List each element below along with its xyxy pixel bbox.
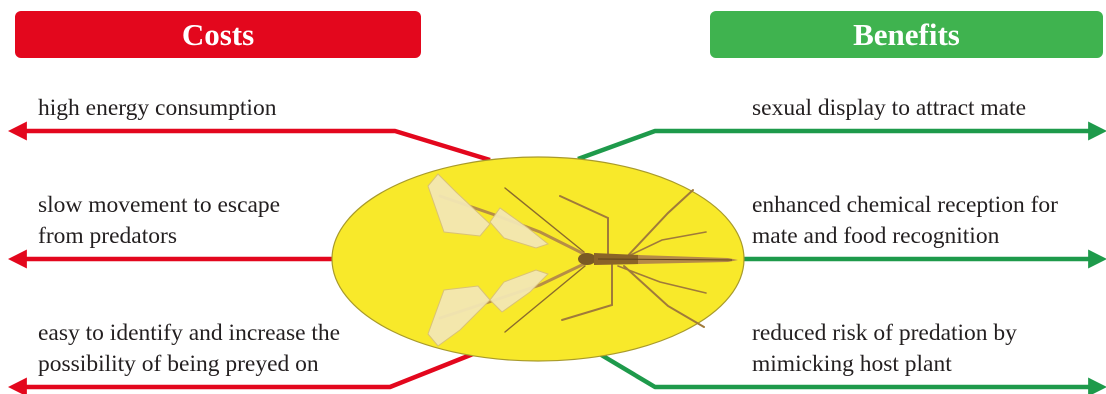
cost-item-line: from predators <box>38 221 280 252</box>
benefit-item-line: mimicking host plant <box>752 349 1017 380</box>
cost-item-line: slow movement to escape <box>38 190 280 221</box>
benefits-header: Benefits <box>710 11 1103 58</box>
benefit-item-display: sexual display to attract mate <box>752 93 1026 124</box>
benefit-item-mimicry: reduced risk of predation by mimicking h… <box>752 318 1017 380</box>
center-illustration <box>332 157 744 361</box>
cost-item-predation: easy to identify and increase the possib… <box>38 318 340 380</box>
cost-item-line: easy to identify and increase the <box>38 318 340 349</box>
benefit-arrow-1 <box>578 131 1090 159</box>
benefit-item-line: sexual display to attract mate <box>752 93 1026 124</box>
cost-item-energy: high energy consumption <box>38 93 276 124</box>
benefit-item-line: enhanced chemical reception for <box>752 190 1058 221</box>
benefit-item-line: reduced risk of predation by <box>752 318 1017 349</box>
insect-head <box>578 253 596 265</box>
costs-header: Costs <box>15 11 421 58</box>
cost-item-line: possibility of being preyed on <box>38 349 340 380</box>
benefit-item-chemical: enhanced chemical reception for mate and… <box>752 190 1058 252</box>
cost-arrow-1 <box>25 131 490 160</box>
benefit-item-line: mate and food recognition <box>752 221 1058 252</box>
cost-item-line: high energy consumption <box>38 93 276 124</box>
cost-item-movement: slow movement to escape from predators <box>38 190 280 252</box>
